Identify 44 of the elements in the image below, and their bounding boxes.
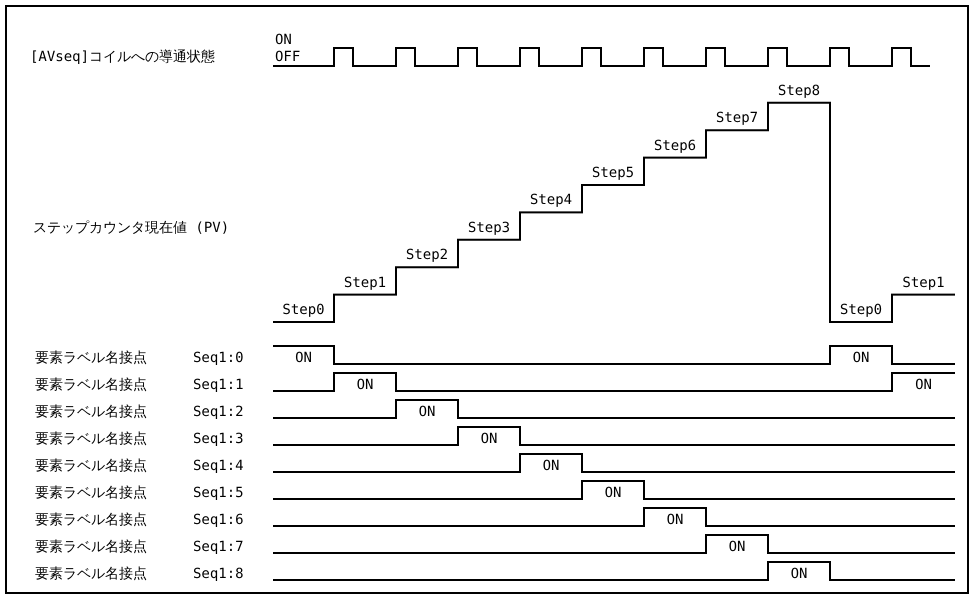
step-label: Step1	[902, 274, 945, 291]
signal-label: Seq1:3	[193, 431, 244, 447]
step-label: Step5	[592, 165, 634, 181]
signal-label: Seq1:8	[193, 566, 244, 582]
signal-label: 要素ラベル名接点	[35, 485, 147, 501]
signal-label: Seq1:1	[193, 377, 244, 393]
step-label: Step2	[406, 247, 448, 264]
step-label: Step3	[468, 220, 510, 236]
step-label: Step8	[778, 82, 820, 99]
step-label: Step7	[716, 110, 758, 126]
signal-label: Seq1:0	[193, 350, 244, 366]
state-label: ON	[728, 539, 746, 555]
signal-label: Seq1:7	[193, 539, 244, 555]
signal-label: Seq1:2	[193, 404, 244, 420]
signal-label: ステップカウンタ現在値 (PV)	[33, 220, 230, 236]
signal-label: [AVseq]コイルへの導通状態	[30, 49, 216, 65]
signal-label: 要素ラベル名接点	[35, 566, 147, 582]
state-label: ON	[604, 485, 622, 501]
signal-label: 要素ラベル名接点	[35, 404, 147, 420]
signal-label: Seq1:6	[193, 512, 244, 528]
signal-label: 要素ラベル名接点	[35, 539, 147, 555]
state-label: ON	[356, 377, 374, 393]
state-label: ON	[295, 350, 312, 366]
step-label: Step1	[344, 274, 386, 291]
signal-label: 要素ラベル名接点	[35, 512, 147, 528]
step-label: Step6	[654, 138, 696, 154]
state-label: ON	[915, 377, 932, 393]
step-label: Step4	[530, 192, 572, 208]
signal-label: 要素ラベル名接点	[35, 458, 147, 474]
signal-label: 要素ラベル名接点	[35, 377, 147, 393]
state-label: ON	[480, 431, 498, 447]
signal-label: Seq1:4	[193, 458, 244, 474]
state-label: ON	[790, 566, 808, 582]
step-label: Step0	[840, 302, 882, 318]
state-label: ON	[852, 350, 870, 366]
step-label: Step0	[282, 302, 325, 318]
state-label: ON	[666, 512, 684, 528]
state-label: OFF	[275, 49, 300, 65]
signal-label: 要素ラベル名接点	[35, 350, 147, 366]
state-label: ON	[275, 32, 292, 48]
signal-label: 要素ラベル名接点	[35, 431, 147, 447]
signal-label: Seq1:5	[193, 485, 244, 501]
state-label: ON	[418, 404, 436, 420]
state-label: ON	[542, 458, 560, 474]
